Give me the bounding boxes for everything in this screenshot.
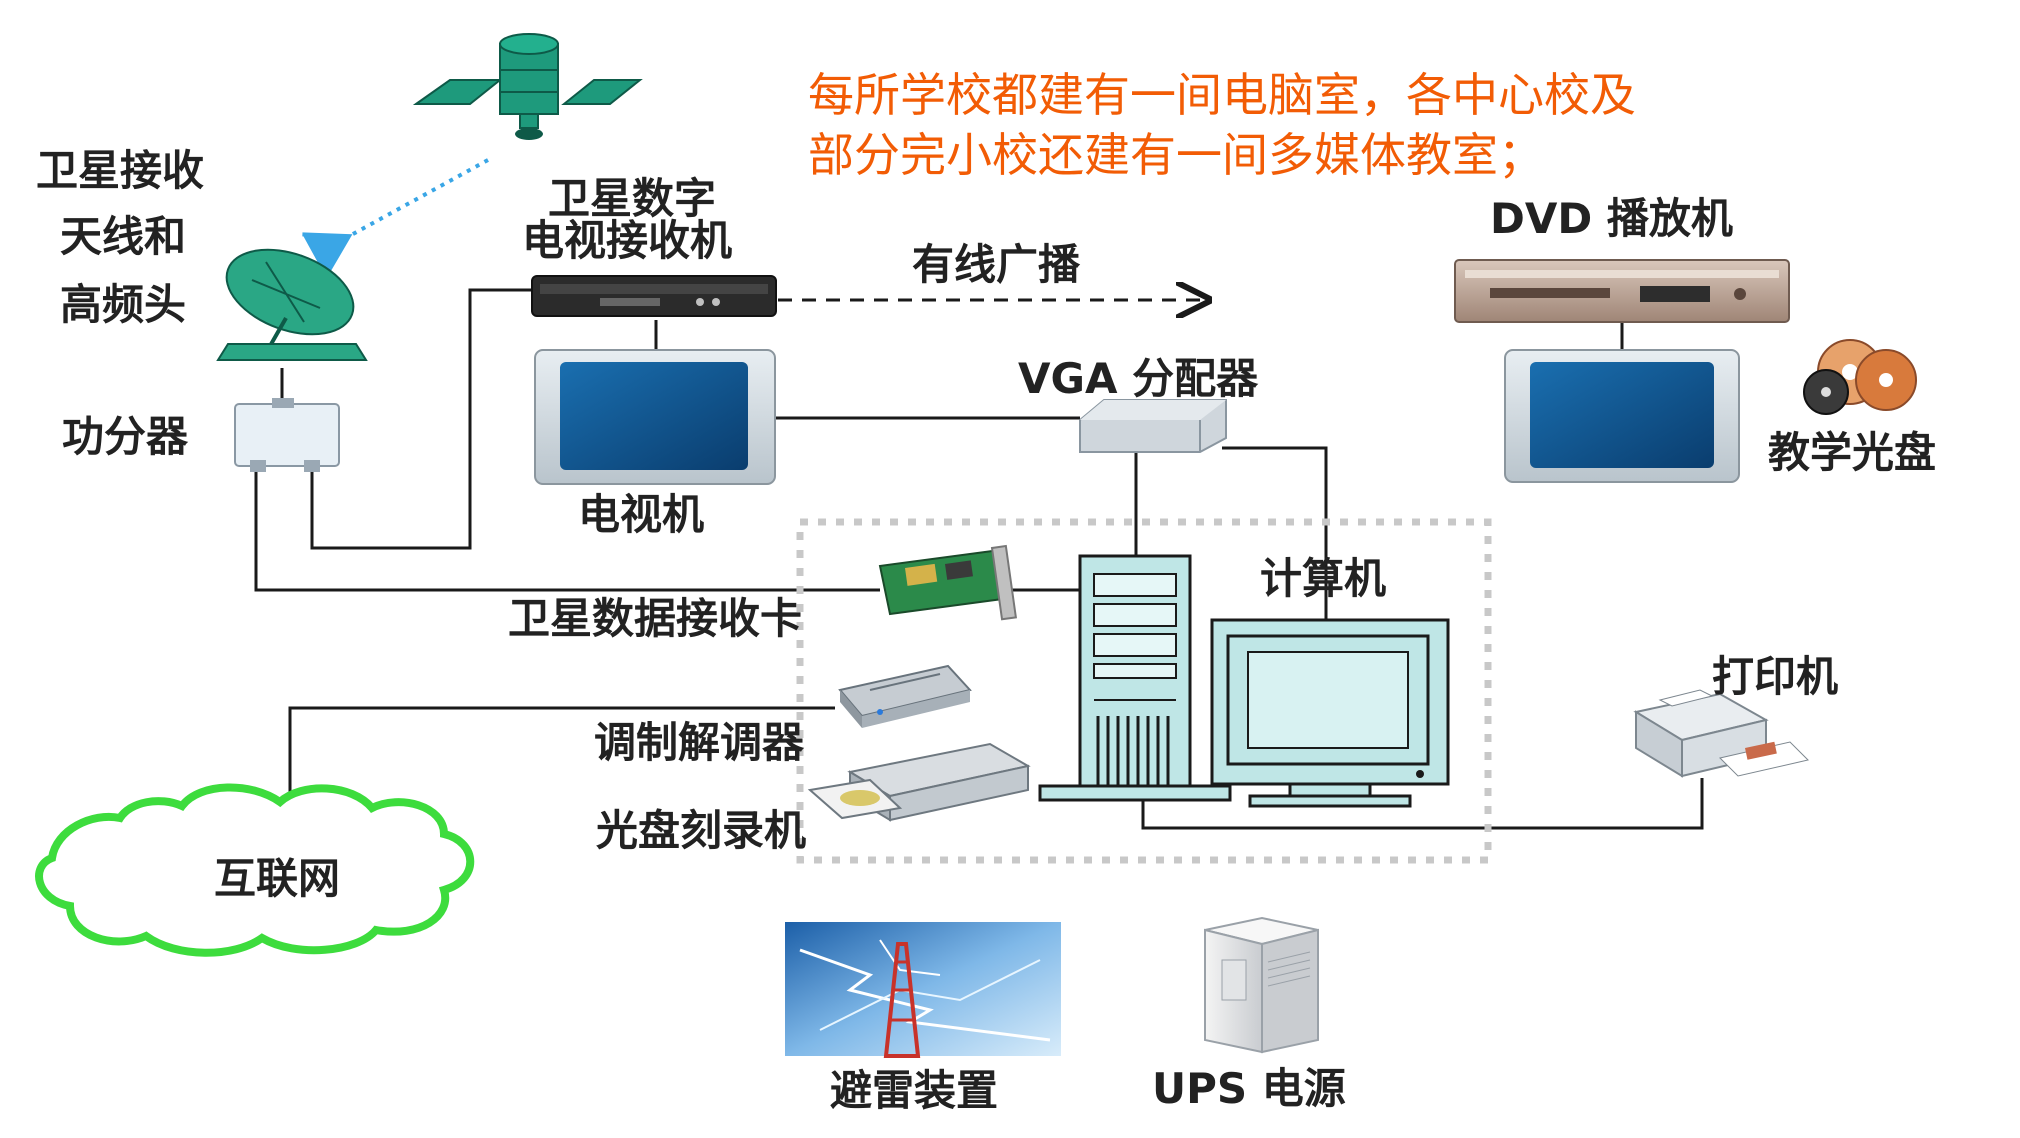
digital-tv-receiver-icon xyxy=(531,275,777,317)
computer-tower-icon xyxy=(1038,554,1232,802)
splitter-icon xyxy=(234,398,340,472)
label-lightning-protection: 避雷装置 xyxy=(830,1066,999,1115)
connection-lines xyxy=(254,288,1704,830)
label-computer: 计算机 xyxy=(1260,554,1387,603)
label-satellite-data-card: 卫星数据接收卡 xyxy=(508,594,803,643)
television-icon xyxy=(534,349,776,485)
line-vga-to-monitor xyxy=(1222,446,1328,620)
label-teaching-disc: 教学光盘 xyxy=(1768,428,1937,477)
satellite-data-card-icon xyxy=(878,544,1018,621)
label-satellite-antenna-1: 卫星接收 xyxy=(36,146,205,195)
satellite-icon xyxy=(412,33,643,140)
label-ups: UPS 电源 xyxy=(1152,1064,1346,1113)
label-satellite-antenna-3: 高频头 xyxy=(60,280,187,329)
internet-cloud xyxy=(35,783,475,957)
computer-monitor-icon xyxy=(1210,618,1450,808)
computer-room-boundary xyxy=(796,518,1492,864)
label-printer: 打印机 xyxy=(1712,652,1839,701)
label-modem: 调制解调器 xyxy=(594,718,805,767)
line-splitter-to-datacard xyxy=(254,470,880,592)
disc-burner-icon xyxy=(807,742,1031,822)
label-cable-broadcast: 有线广播 xyxy=(912,240,1081,289)
label-dvd-player: DVD 播放机 xyxy=(1490,194,1733,243)
printer-icon xyxy=(1633,689,1809,778)
line-splitter-to-receiver xyxy=(310,288,532,550)
label-television: 电视机 xyxy=(578,490,705,539)
modem-icon xyxy=(838,664,972,728)
label-satellite-antenna-2: 天线和 xyxy=(60,212,187,261)
satellite-signal-arrow xyxy=(302,158,489,278)
vga-distributor-icon xyxy=(1079,399,1227,453)
teaching-disc-icon xyxy=(1803,339,1917,415)
line-modem-to-internet xyxy=(288,706,835,818)
line-tower-to-printer xyxy=(1141,778,1704,830)
lightning-protection-icon xyxy=(785,922,1061,1058)
description-note-line-1: 每所学校都建有一间电脑室，各中心校及 xyxy=(808,68,1636,122)
label-splitter: 功分器 xyxy=(62,412,189,461)
ups-icon xyxy=(1204,916,1319,1054)
satellite-dish-icon xyxy=(216,248,368,361)
description-note-line-2: 部分完小校还建有一间多媒体教室； xyxy=(808,128,1544,182)
label-digital-tv-receiver-2: 电视接收机 xyxy=(522,216,733,265)
label-vga-distributor: VGA 分配器 xyxy=(1018,354,1259,403)
label-digital-tv-receiver-1: 卫星数字 xyxy=(548,174,717,223)
label-disc-burner: 光盘刻录机 xyxy=(596,806,807,855)
television-2-icon xyxy=(1504,349,1740,483)
label-internet: 互联网 xyxy=(214,854,341,903)
dvd-player-icon xyxy=(1454,259,1790,323)
